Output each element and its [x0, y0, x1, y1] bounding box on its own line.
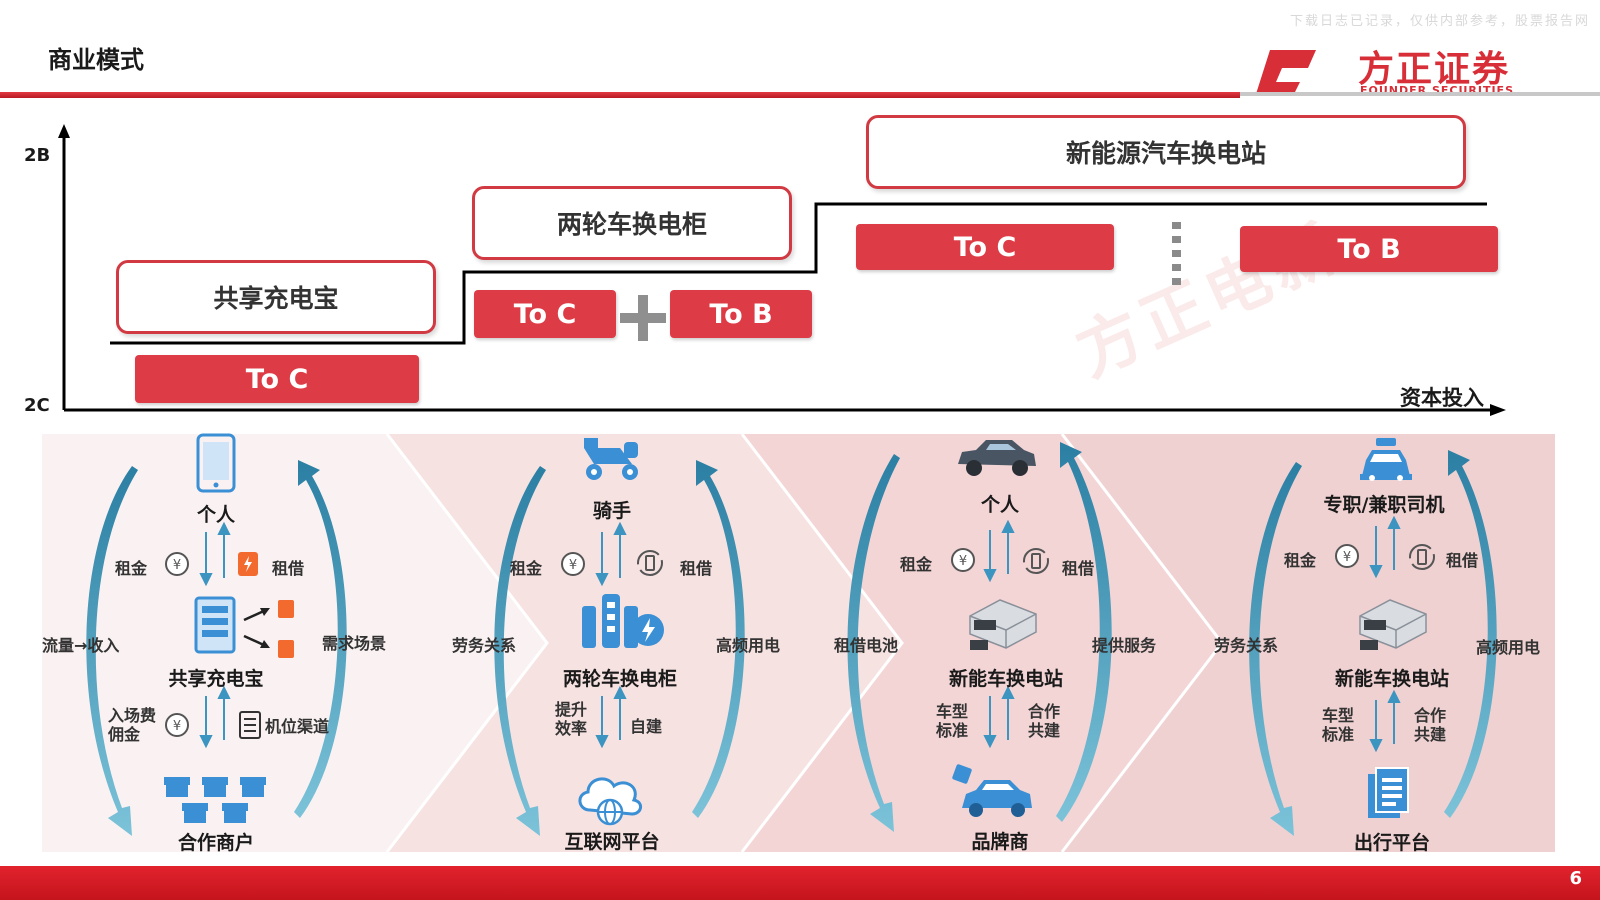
yuan-coin-icon: ¥ [951, 548, 975, 572]
svg-text:¥: ¥ [959, 554, 967, 569]
battery-cycle-icon [1409, 544, 1435, 570]
car-brand-icon [952, 764, 1032, 817]
model3-up-right-label: 租借 [1062, 559, 1095, 578]
yuan-coin-icon: ¥ [165, 552, 189, 576]
model4-middle-node: 新能车换电站 [1334, 668, 1449, 690]
taxi-icon [1360, 438, 1412, 481]
svg-text:¥: ¥ [173, 719, 181, 734]
model2-up-right-label: 租借 [680, 559, 713, 578]
model4-low-right-label: 合作 共建 [1414, 706, 1447, 744]
model1-low-right-label: 机位渠道 [265, 717, 330, 736]
founder-logo-icon [1256, 50, 1316, 94]
battery-cycle-icon [1023, 548, 1049, 574]
model3-left-side-label: 租借电池 [834, 636, 899, 655]
page-title: 商业模式 [48, 46, 144, 74]
mode-badge-toc-2: To C [474, 290, 616, 338]
model3-low-right-label: 合作 共建 [1028, 702, 1061, 740]
model1-up-right-label: 租借 [272, 559, 305, 578]
x-axis-label: 资本投入 [1400, 386, 1484, 410]
model4-top-node: 专职/兼职司机 [1323, 494, 1445, 516]
model3-up-left-label: 租金 [900, 555, 933, 574]
battery-cycle-icon [637, 550, 663, 576]
model1-middle-node: 共享充电宝 [168, 668, 264, 690]
model4-up-left-label: 租金 [1284, 551, 1317, 570]
mode-badge-toc-1: To C [135, 355, 419, 403]
model3-bottom-node: 品牌商 [971, 831, 1029, 853]
cloud-icon [578, 777, 642, 826]
watermark-text: 下载日志已记录，仅供内部参考，股票报告网 [1289, 14, 1590, 29]
mode-badge-tob-2: To B [670, 290, 812, 338]
model4-bottom-node: 出行平台 [1353, 832, 1430, 854]
model1-low-left-label: 入场费 佣金 [108, 706, 157, 744]
store-icon [164, 777, 266, 823]
brand-name-cn: 方正证券 [1358, 49, 1511, 90]
stage-title-powerbank: 共享充电宝 [116, 260, 436, 334]
svg-text:¥: ¥ [569, 558, 577, 573]
svg-text:¥: ¥ [1343, 550, 1351, 565]
model4-left-side-label: 劳务关系 [1214, 636, 1279, 655]
model2-bottom-node: 互联网平台 [564, 831, 660, 853]
powerbank-icon [238, 552, 258, 576]
mode-badge-toc-3: To C [856, 224, 1114, 270]
car-icon [958, 440, 1036, 476]
model3-middle-node: 新能车换电站 [948, 668, 1063, 690]
model2-low-left-label: 提升 效率 [555, 700, 588, 738]
model3-top-node: 个人 [980, 494, 1019, 516]
svg-text:¥: ¥ [173, 558, 181, 573]
plus-icon-vertical [638, 295, 648, 341]
scooter-icon [584, 438, 638, 480]
battery-cabinet-icon [582, 594, 664, 648]
yuan-coin-icon: ¥ [165, 713, 189, 737]
model2-left-side-label: 劳务关系 [452, 636, 517, 655]
powerbank-station-icon [194, 596, 236, 654]
dotted-separator [1172, 222, 1181, 290]
stage-title-ev-swap: 新能源汽车换电站 [866, 115, 1466, 189]
document-icon [1368, 767, 1409, 818]
yuan-coin-icon: ¥ [561, 552, 585, 576]
header-red-rule [0, 92, 1240, 98]
stage-axes [58, 124, 1506, 416]
model3-low-left-label: 车型 标准 [936, 702, 969, 740]
model2-low-right-label: 自建 [630, 717, 663, 736]
model2-middle-node: 两轮车换电柜 [562, 668, 677, 690]
model4-low-left-label: 车型 标准 [1322, 706, 1355, 744]
model4-up-right-label: 租借 [1446, 551, 1479, 570]
model1-right-side-label: 需求场景 [322, 634, 387, 653]
model1-top-node: 个人 [196, 504, 235, 526]
swap-station-icon [969, 599, 1037, 650]
cabinet-icon [239, 711, 261, 739]
mode-badge-tob-3: To B [1240, 226, 1498, 272]
page-number: 6 [1569, 868, 1582, 889]
swap-station-icon [1359, 599, 1427, 650]
model2-top-node: 骑手 [592, 500, 631, 522]
model3-right-side-label: 提供服务 [1092, 636, 1157, 655]
y-axis-label-2b: 2B [24, 145, 51, 166]
model2-right-side-label: 高频用电 [716, 636, 781, 655]
model1-up-left-label: 租金 [115, 559, 148, 578]
yuan-coin-icon: ¥ [1335, 544, 1359, 568]
header-grey-rule [1240, 92, 1600, 96]
phone-icon [196, 433, 236, 493]
footer-bar [0, 866, 1600, 900]
y-axis-label-2c: 2C [24, 395, 50, 416]
model1-bottom-node: 合作商户 [177, 832, 254, 854]
model2-up-left-label: 租金 [510, 559, 543, 578]
lend-arrows-icon [243, 600, 294, 658]
stage-title-two-wheeler: 两轮车换电柜 [472, 186, 792, 260]
model4-right-side-label: 高频用电 [1476, 638, 1541, 657]
model1-left-side-label: 流量→收入 [42, 636, 120, 655]
